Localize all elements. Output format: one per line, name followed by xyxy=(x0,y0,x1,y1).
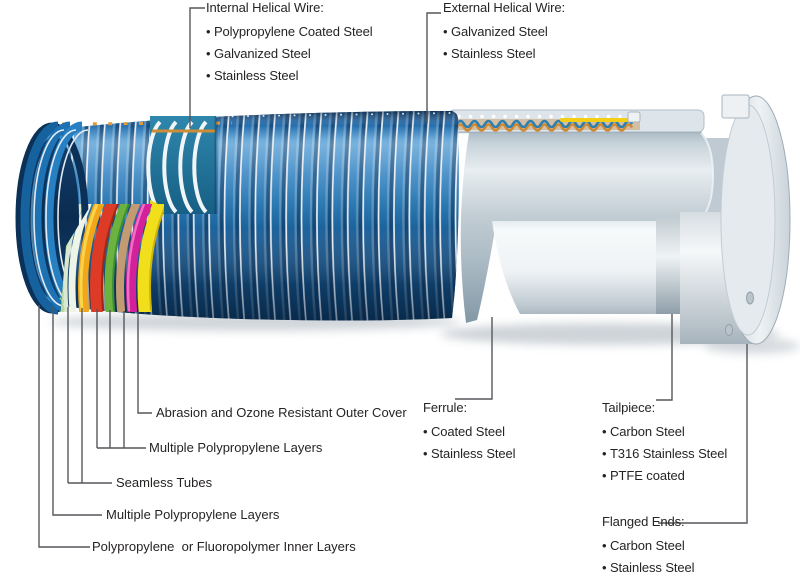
flange-bolt-hole xyxy=(746,291,754,305)
flange-bolt-hole xyxy=(725,324,733,336)
tailpiece-ring xyxy=(656,218,680,314)
callout-flanged-ends: Flanged Ends: Carbon Steel Stainless Ste… xyxy=(602,512,695,579)
callout-external-helical-wire: External Helical Wire: Galvanized Steel … xyxy=(443,0,565,65)
callout-item: Coated Steel xyxy=(423,421,515,443)
callout-title: External Helical Wire: xyxy=(443,0,566,15)
callout-ferrule: Ferrule: Coated Steel Stainless Steel xyxy=(423,398,516,465)
callout-item: Carbon Steel xyxy=(602,421,727,443)
label-multiple-polypropylene-outer: Multiple Polypropylene Layers xyxy=(149,440,323,455)
callout-item: T316 Stainless Steel xyxy=(602,443,727,465)
callout-item: Stainless Steel xyxy=(602,557,695,579)
fitting-illustration xyxy=(460,94,791,345)
flange-disc xyxy=(720,94,791,345)
callout-item: PTFE coated xyxy=(602,465,727,487)
callout-item: Galvanized Steel xyxy=(206,43,373,65)
label-seamless-tubes: Seamless Tubes xyxy=(116,475,213,490)
callout-item: Polypropylene Coated Steel xyxy=(206,21,373,43)
callout-title: Tailpiece: xyxy=(602,400,656,415)
callout-item: Stainless Steel xyxy=(443,43,565,65)
flange-notch xyxy=(721,94,750,119)
callout-title: Internal Helical Wire: xyxy=(206,0,324,15)
label-inner-layers: Polypropylene or Fluoropolymer Inner Lay… xyxy=(92,539,356,554)
crimp-cutaway-detail xyxy=(447,109,705,134)
ferrule-body xyxy=(460,127,713,323)
label-outer-cover: Abrasion and Ozone Resistant Outer Cover xyxy=(156,405,407,420)
callout-item: Stainless Steel xyxy=(206,65,373,87)
hose-illustration xyxy=(15,111,459,321)
callout-title: Ferrule: xyxy=(423,400,467,415)
callout-item: Galvanized Steel xyxy=(443,21,565,43)
label-multiple-polypropylene-inner: Multiple Polypropylene Layers xyxy=(106,507,280,522)
callout-item: Stainless Steel xyxy=(423,443,516,465)
callout-internal-helical-wire: Internal Helical Wire: Polypropylene Coa… xyxy=(206,0,373,87)
callout-title: Flanged Ends: xyxy=(602,514,685,529)
callout-tailpiece: Tailpiece: Carbon Steel T316 Stainless S… xyxy=(602,398,727,487)
leader-lines xyxy=(38,7,748,548)
callout-item: Carbon Steel xyxy=(602,535,694,557)
tailpiece-body xyxy=(492,221,682,314)
